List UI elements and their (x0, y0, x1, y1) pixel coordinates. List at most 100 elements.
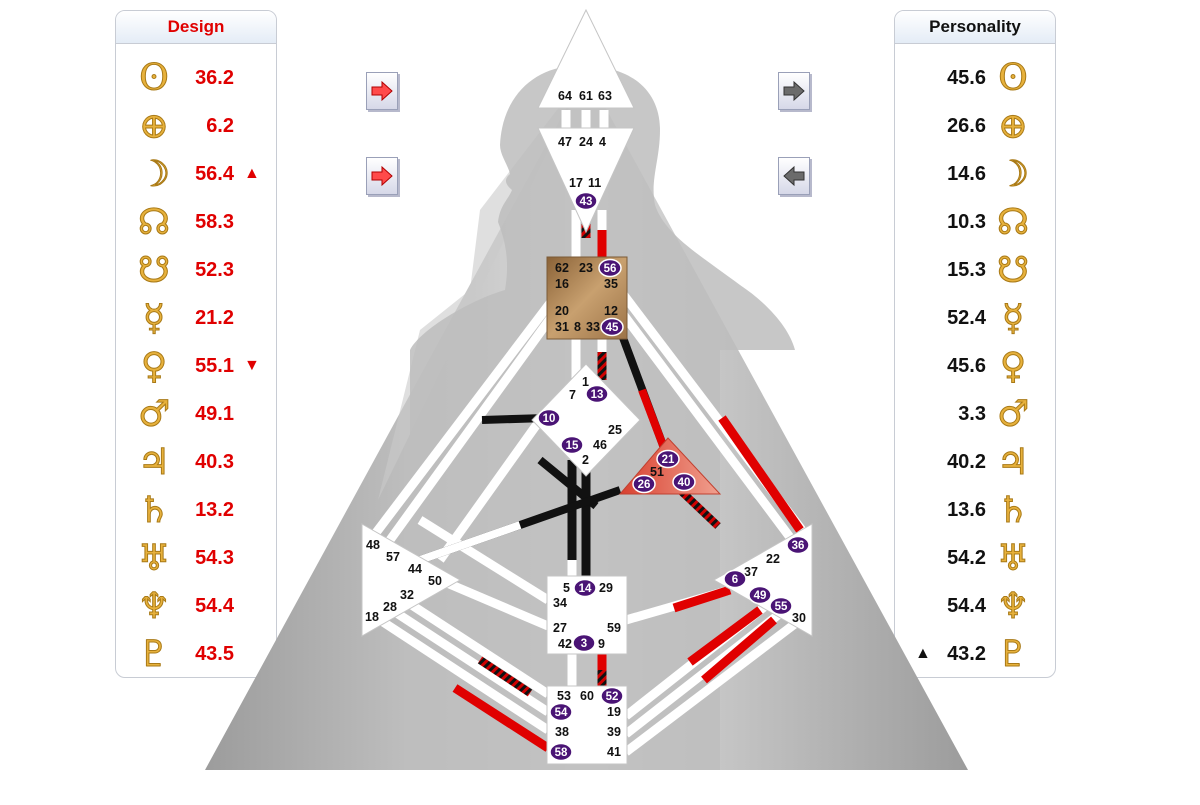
svg-text:46: 46 (593, 438, 607, 452)
ajna-center (537, 127, 635, 234)
activated-gate-15: 15 (560, 435, 584, 455)
svg-text:22: 22 (766, 552, 780, 566)
svg-text:31: 31 (555, 320, 569, 334)
personality-value: 43.2 (947, 643, 986, 665)
personality-next-button[interactable] (778, 72, 810, 110)
svg-text:7: 7 (569, 388, 576, 402)
svg-text:27: 27 (553, 621, 567, 635)
personality-row-earth: ⊕26.6 (895, 103, 1055, 151)
svg-text:40: 40 (678, 477, 691, 489)
svg-text:19: 19 (607, 705, 621, 719)
venus-icon: ♀ (140, 346, 168, 387)
svg-text:10: 10 (543, 413, 556, 425)
svg-text:35: 35 (604, 277, 618, 291)
svg-text:47: 47 (558, 135, 572, 149)
activated-gate-58: 58 (549, 742, 573, 762)
activations (418, 220, 804, 752)
svg-text:26: 26 (638, 479, 651, 491)
design-value: 6.2 (206, 115, 234, 137)
design-row-south-node: ☋52.3 (116, 247, 276, 295)
svg-text:61: 61 (579, 89, 593, 103)
svg-text:8: 8 (574, 320, 581, 334)
activated-gate-6: 6 (723, 569, 747, 589)
svg-text:30: 30 (792, 611, 806, 625)
svg-text:14: 14 (579, 583, 592, 595)
svg-text:41: 41 (607, 745, 621, 759)
svg-text:39: 39 (607, 725, 621, 739)
design-title: Design (116, 11, 276, 44)
design-next-button-1[interactable] (366, 72, 398, 110)
jupiter-icon: ♃ (137, 442, 171, 483)
personality-row-neptune: ♆54.4 (895, 583, 1055, 631)
neptune-icon: ♆ (996, 586, 1030, 627)
design-next-button-2[interactable] (366, 157, 398, 195)
up-triangle-icon: ▲ (244, 165, 260, 182)
channels (368, 110, 812, 756)
g-center (531, 363, 641, 477)
svg-text:20: 20 (555, 304, 569, 318)
mars-icon: ♂ (137, 394, 171, 435)
design-row-venus: ♀55.1▼ (116, 343, 276, 391)
moon-icon: ☽ (996, 154, 1030, 195)
svg-text:48: 48 (366, 538, 380, 552)
design-value: 40.3 (195, 451, 234, 473)
svg-text:56: 56 (604, 263, 617, 275)
svg-text:38: 38 (555, 725, 569, 739)
design-value: 58.3 (195, 211, 234, 233)
personality-row-jupiter: ♃ 40.2 (895, 439, 1055, 487)
body-silhouette (205, 65, 968, 770)
svg-text:29: 29 (599, 581, 613, 595)
svg-text:24: 24 (579, 135, 593, 149)
pluto-icon: ♇ (996, 634, 1030, 675)
up-triangle-icon: ▲ (915, 645, 931, 662)
personality-row-venus: ♀ 45.6 (895, 343, 1055, 391)
svg-text:37: 37 (744, 565, 758, 579)
svg-text:33: 33 (586, 320, 600, 334)
svg-text:28: 28 (383, 600, 397, 614)
svg-text:1: 1 (582, 375, 589, 389)
root-center (546, 685, 628, 765)
design-row-moon: ☽56.4▲ (116, 151, 276, 199)
mercury-icon: ☿ (1001, 298, 1025, 339)
north-node-icon: ☊ (138, 202, 171, 243)
svg-text:42: 42 (558, 637, 572, 651)
centers (361, 8, 813, 765)
personality-prev-button[interactable] (778, 157, 810, 195)
personality-value: 45.6 (947, 355, 986, 377)
svg-text:60: 60 (580, 689, 594, 703)
personality-row-mercury: ☿52.4 (895, 295, 1055, 343)
svg-text:59: 59 (607, 621, 621, 635)
svg-text:63: 63 (598, 89, 612, 103)
svg-text:2: 2 (582, 453, 589, 467)
activated-gate-21: 21 (656, 449, 680, 469)
personality-row-saturn: ♄13.6 (895, 487, 1055, 535)
svg-text:34: 34 (553, 596, 567, 610)
svg-text:44: 44 (408, 562, 422, 576)
venus-icon: ♀ (999, 346, 1027, 387)
design-row-earth: ⊕ 6.2 (116, 103, 276, 151)
down-triangle-icon: ▼ (244, 357, 260, 374)
activated-gate-10: 10 (537, 408, 561, 428)
neptune-icon: ♆ (137, 586, 171, 627)
activated-gate-54: 54 (549, 702, 573, 722)
design-row-jupiter: ♃ 40.3 (116, 439, 276, 487)
earth-icon: ⊕ (138, 106, 170, 147)
svg-text:16: 16 (555, 277, 569, 291)
sun-icon: ʘ (139, 58, 170, 99)
moon-icon: ☽ (137, 154, 171, 195)
arrow-right-icon (371, 80, 393, 102)
throat-center (546, 256, 628, 340)
svg-text:4: 4 (599, 135, 606, 149)
svg-text:23: 23 (579, 261, 593, 275)
sun-icon: ʘ (998, 58, 1029, 99)
personality-row-north-node: ☊10.3 (895, 199, 1055, 247)
design-value: 13.2 (195, 499, 234, 521)
personality-value: 40.2 (947, 451, 986, 473)
design-row-uranus: ♅54.3 (116, 535, 276, 583)
design-row-saturn: ♄13.2 (116, 487, 276, 535)
jupiter-icon: ♃ (996, 442, 1030, 483)
